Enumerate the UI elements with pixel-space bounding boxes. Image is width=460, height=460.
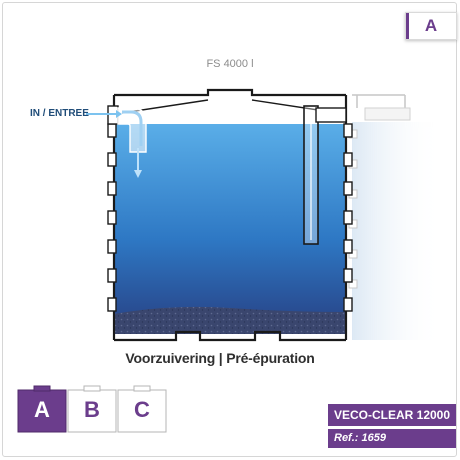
sludge-layer (114, 306, 346, 334)
variant-tabs: A B C (17, 385, 167, 433)
model-name-badge: VECO-CLEAR 12000 (328, 404, 456, 426)
wall-ribs (107, 123, 353, 312)
inlet-label: IN / ENTREE (30, 108, 89, 119)
flow-arrows (86, 110, 142, 178)
reference-badge: Ref.: 1659 (328, 429, 456, 448)
variant-tag: A (405, 12, 457, 40)
diagram-caption: Voorzuivering | Pré-épuration (125, 350, 315, 366)
tab-c[interactable]: C (117, 385, 167, 433)
tank-icon (117, 385, 167, 433)
outlet-pipe (303, 105, 347, 245)
tab-b[interactable]: B (67, 385, 117, 433)
card-frame (2, 2, 457, 457)
next-tank-ghost (348, 94, 442, 340)
tank-icon (17, 385, 67, 433)
capacity-label: FS 4000 l (206, 58, 254, 70)
tank-icon (67, 385, 117, 433)
tab-a-label: A (34, 397, 50, 422)
tab-c-label: C (134, 397, 150, 422)
tab-b-label: B (84, 397, 100, 422)
water-volume (114, 124, 346, 334)
variant-tag-label: A (424, 16, 438, 35)
tab-a[interactable]: A (17, 385, 67, 433)
